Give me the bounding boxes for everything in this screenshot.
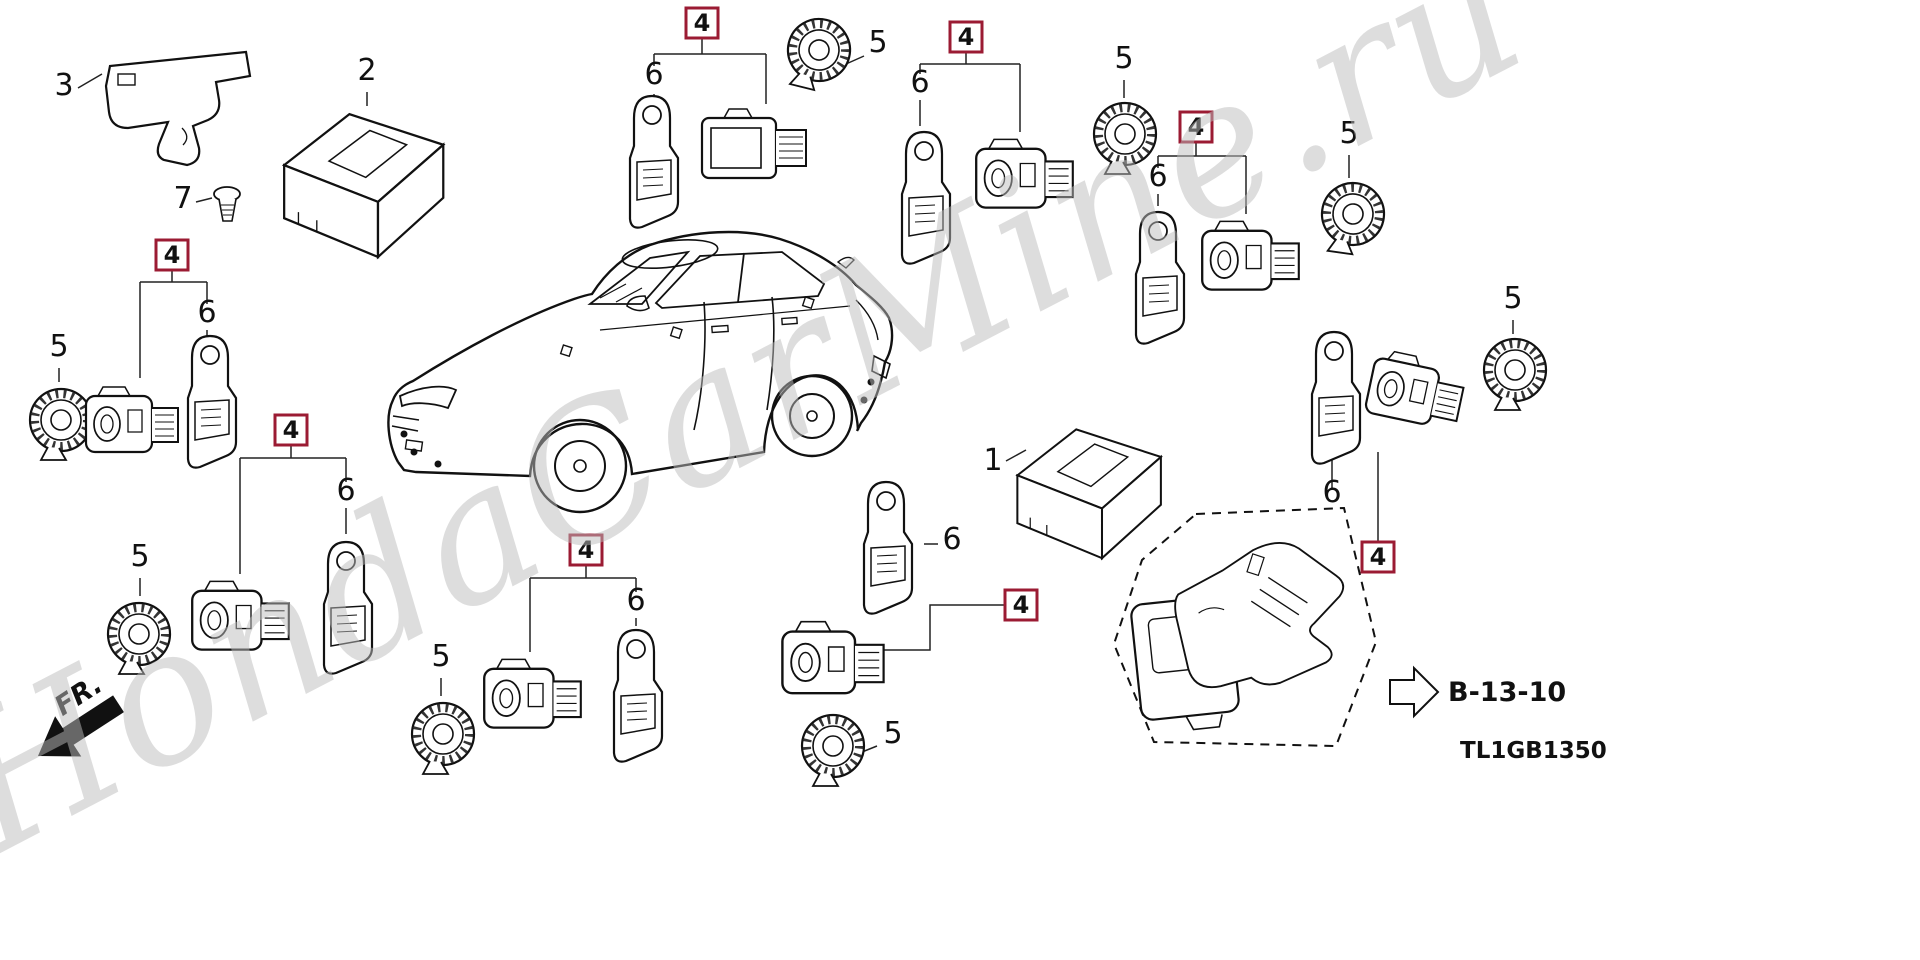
callout-3[interactable]: 3 bbox=[54, 68, 73, 103]
callouts: 1 2 3 7 5 5 5 5 5 5 5 5 6 6 6 6 6 6 6 6 … bbox=[49, 6, 1523, 751]
sensor-bracket-a bbox=[628, 94, 680, 229]
callout-6-a[interactable]: 6 bbox=[644, 57, 663, 92]
callout-2[interactable]: 2 bbox=[357, 53, 376, 88]
components bbox=[30, 12, 1546, 786]
callout-6-f[interactable]: 6 bbox=[336, 473, 355, 508]
callout-6-b[interactable]: 6 bbox=[910, 65, 929, 100]
sensor-bracket-h bbox=[862, 480, 914, 615]
sensor-assembly-g bbox=[483, 658, 582, 729]
svg-text:4: 4 bbox=[283, 416, 300, 444]
boxed-callout-4-a[interactable]: 4 bbox=[684, 6, 720, 40]
parking-sensor-h bbox=[802, 715, 864, 786]
callout-5-g[interactable]: 5 bbox=[431, 639, 450, 674]
callout-6-d[interactable]: 6 bbox=[1322, 475, 1341, 510]
parking-sensor-e bbox=[30, 389, 92, 460]
sensor-unit-a bbox=[700, 107, 808, 180]
boxed-callout-4-b[interactable]: 4 bbox=[948, 20, 984, 54]
control-unit-2 bbox=[283, 113, 445, 259]
svg-text:4: 4 bbox=[1188, 113, 1205, 141]
referenced-bracket bbox=[1174, 542, 1345, 689]
callout-6-g[interactable]: 6 bbox=[626, 583, 645, 618]
boxed-callout-4-f[interactable]: 4 bbox=[273, 413, 309, 447]
callout-6-c[interactable]: 6 bbox=[1148, 159, 1167, 194]
boxed-callout-4-d[interactable]: 4 bbox=[1360, 540, 1396, 574]
svg-text:4: 4 bbox=[1370, 543, 1387, 571]
boxed-callout-4-e[interactable]: 4 bbox=[154, 238, 190, 272]
car-illustration bbox=[387, 230, 894, 514]
reference-region-outline bbox=[1112, 506, 1378, 748]
sensor-bracket-g bbox=[612, 628, 664, 763]
diagram-code: TL1GB1350 bbox=[1460, 738, 1607, 764]
control-unit-1 bbox=[1016, 428, 1162, 560]
parking-sensor-a bbox=[779, 12, 856, 96]
callout-5-f[interactable]: 5 bbox=[130, 539, 149, 574]
callout-5-h[interactable]: 5 bbox=[883, 716, 902, 751]
sensor-assembly-h bbox=[781, 620, 885, 695]
cross-reference-arrow-icon bbox=[1389, 665, 1440, 719]
callout-5-a[interactable]: 5 bbox=[868, 25, 887, 60]
boxed-callout-4-h[interactable]: 4 bbox=[1003, 588, 1039, 622]
parking-sensor-d bbox=[1484, 339, 1546, 410]
mounting-screw bbox=[213, 186, 241, 222]
callout-5-d[interactable]: 5 bbox=[1503, 281, 1522, 316]
sensor-assembly-e bbox=[84, 385, 180, 454]
callout-5-b[interactable]: 5 bbox=[1114, 41, 1133, 76]
callout-1[interactable]: 1 bbox=[983, 443, 1002, 478]
svg-text:4: 4 bbox=[958, 23, 975, 51]
boxed-callout-4-c[interactable]: 4 bbox=[1178, 110, 1214, 144]
fr-direction-arrow-shaft bbox=[61, 695, 124, 746]
parking-sensor-g bbox=[412, 703, 474, 774]
svg-text:4: 4 bbox=[164, 241, 181, 269]
fr-direction-arrow-icon bbox=[38, 716, 82, 757]
svg-text:4: 4 bbox=[694, 9, 711, 37]
callout-7[interactable]: 7 bbox=[173, 181, 192, 216]
callout-6-e[interactable]: 6 bbox=[197, 295, 216, 330]
callout-5-e[interactable]: 5 bbox=[49, 329, 68, 364]
boxed-callout-4-g[interactable]: 4 bbox=[568, 533, 604, 567]
cross-reference[interactable]: B-13-10 bbox=[1389, 665, 1566, 719]
svg-text:4: 4 bbox=[578, 536, 595, 564]
callout-5-c[interactable]: 5 bbox=[1339, 116, 1358, 151]
sensor-bracket-e bbox=[186, 334, 238, 469]
callout-6-h[interactable]: 6 bbox=[942, 522, 961, 557]
sensor-assembly-d bbox=[1363, 347, 1469, 432]
cross-reference-label[interactable]: B-13-10 bbox=[1448, 677, 1566, 708]
svg-text:4: 4 bbox=[1013, 591, 1030, 619]
sensor-bracket-d bbox=[1310, 330, 1362, 465]
leader-lines bbox=[58, 38, 1514, 753]
corner-garnish-bracket bbox=[104, 50, 252, 167]
